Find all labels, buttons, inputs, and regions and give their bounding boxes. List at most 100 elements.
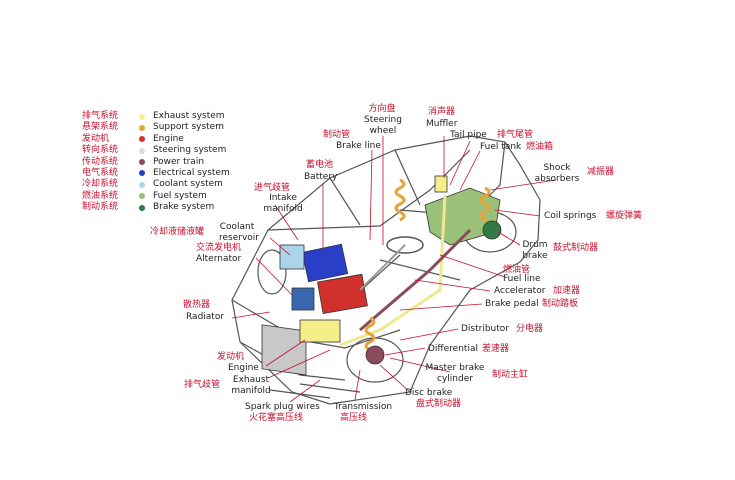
alternator-en: Alternator [196, 254, 242, 264]
legend-en-label: Electrical system [153, 167, 230, 178]
drum-brake-en1: Drum [522, 240, 548, 250]
tail-pipe-en: Tail pipe [450, 130, 487, 140]
steering-wheel-shape [386, 236, 424, 254]
engine-swatch [139, 136, 145, 143]
support-swatch [139, 124, 145, 131]
power-train-swatch [139, 159, 145, 166]
coolant-reservoir-shape [279, 244, 305, 270]
engine-block-shape [317, 273, 368, 315]
fuel-tank-en: Fuel tank [480, 142, 522, 152]
intake-manifold-cn: 进气歧管 [254, 183, 291, 193]
alternator-cn: 交流发电机 [196, 243, 242, 253]
differential-en: Differential [428, 344, 478, 354]
shock-absorbers-cn: 减振器 [587, 167, 615, 177]
accelerator-cn: 加速器 [553, 286, 581, 296]
shock-absorbers-en2: absorbers [534, 174, 580, 184]
battery-cn: 蓄电池 [306, 160, 334, 170]
legend-cn-label: 排气系统 [82, 111, 119, 121]
spark-plug-wires-cn: 火花塞高压线 [249, 413, 304, 423]
legend-item: 发动机 Engine [82, 134, 262, 145]
coolant-swatch [139, 181, 145, 188]
exhaust-swatch [139, 113, 145, 120]
leader-lines [231, 136, 557, 403]
legend-item: 排气系统 Exhaust system [82, 111, 262, 122]
master-brake-cylinder-en1: Master brake [425, 363, 485, 373]
fuel-line-cn: 燃油管 [503, 265, 531, 275]
rear-spring-right-shape [479, 186, 491, 230]
accelerator-en: Accelerator [494, 286, 546, 296]
intake-manifold-en1: Intake [269, 193, 297, 203]
legend-cn-label: 燃油系统 [82, 190, 119, 201]
master-brake-cylinder-cn: 制动主缸 [492, 370, 529, 380]
tail-pipe-cn: 排气尾管 [497, 130, 534, 140]
legend-cn-label: 发动机 [82, 133, 110, 144]
legend-cn-label: 悬架系统 [82, 122, 119, 133]
exhaust-manifold-en1: Exhaust [232, 375, 270, 385]
car-components [261, 175, 502, 376]
muffler-en: Muffler [426, 119, 458, 129]
shock-absorbers-en1: Shock [543, 163, 571, 173]
fuel-line-en: Fuel line [503, 274, 541, 284]
coil-springs-en: Coil springs [544, 211, 597, 221]
exhaust-manifold-en2: manifold [231, 386, 271, 396]
radiator-shape [261, 324, 307, 376]
legend-item: 制动系统 Brake system [82, 202, 262, 213]
distributor-en: Distributor [461, 324, 510, 334]
legend-en-label: Support system [153, 122, 224, 133]
differential-cn: 差速器 [482, 344, 510, 354]
exhaust-manifold-cn: 排气歧管 [184, 380, 221, 390]
legend-item: 悬架系统 Support system [82, 122, 262, 133]
legend-cn-label: 电气系统 [82, 167, 119, 178]
engine-cn: 发动机 [217, 352, 245, 362]
engine-en: Engine [228, 363, 259, 373]
legend-item: 电气系统 Electrical system [82, 168, 262, 179]
battery-en: Battery [304, 172, 338, 182]
radiator-cn: 散热器 [183, 300, 211, 310]
muffler-cn: 消声器 [428, 107, 456, 117]
brake-line-cn: 制动管 [323, 130, 351, 140]
legend-item: 燃油系统 Fuel system [82, 191, 262, 202]
exhaust-pipe-shape [339, 194, 447, 347]
drum-brake-cn: 鼓式制动器 [553, 243, 599, 253]
legend-en-label: Fuel system [153, 190, 207, 201]
fuel-swatch [139, 193, 145, 200]
rear-spring-shape [394, 178, 406, 222]
steering-column-shape [359, 244, 406, 291]
drive-shaft-shape [359, 228, 472, 332]
coolant-reservoir-en2: reservoir [219, 233, 259, 243]
master-brake-cylinder-en2: cylinder [437, 374, 473, 384]
spark-plug-wires-en: Spark plug wires [245, 402, 320, 412]
coolant-reservoir-cn: 冷却液储液罐 [150, 227, 205, 237]
drum-brake-en2: brake [522, 251, 548, 261]
disc-brake-en: Disc brake [405, 388, 453, 398]
electrical-swatch [139, 170, 145, 177]
steering-wheel-en1: Steering [364, 115, 402, 125]
legend-cn-label: 制动系统 [82, 202, 119, 213]
legend-cn-label: 冷却系统 [82, 179, 119, 190]
brake-swatch [139, 204, 145, 211]
legend-en-label: Coolant system [153, 179, 223, 190]
coil-springs-cn: 螺旋弹簧 [606, 211, 643, 221]
front-wheel-hub-shape [365, 345, 385, 365]
transmission-en: Transmission [334, 402, 393, 412]
intake-manifold-en2: manifold [263, 204, 303, 214]
legend-en-label: Brake system [153, 202, 215, 213]
transmission-cn: 高压线 [340, 413, 368, 423]
legend-en-label: Exhaust system [153, 111, 225, 121]
fuel-tank-cn: 燃油箱 [526, 142, 554, 152]
distributor-cn: 分电器 [516, 324, 544, 334]
steering-swatch [139, 147, 145, 154]
alternator-shape [291, 287, 315, 311]
front-spring-shape [364, 316, 376, 352]
disc-brake-cn: 盘式制动器 [416, 399, 462, 409]
legend-en-label: Engine [153, 133, 184, 144]
legend-cn-label: 传动系统 [82, 156, 119, 167]
legend: 排气系统 Exhaust system 悬架系统 Support system 发动… [82, 111, 262, 214]
battery-shape [301, 243, 349, 283]
steering-wheel-cn: 方向盘 [368, 104, 396, 114]
brake-pedal-en: Brake pedal [485, 299, 539, 309]
brake-pedal-cn: 制动踏板 [542, 299, 579, 309]
